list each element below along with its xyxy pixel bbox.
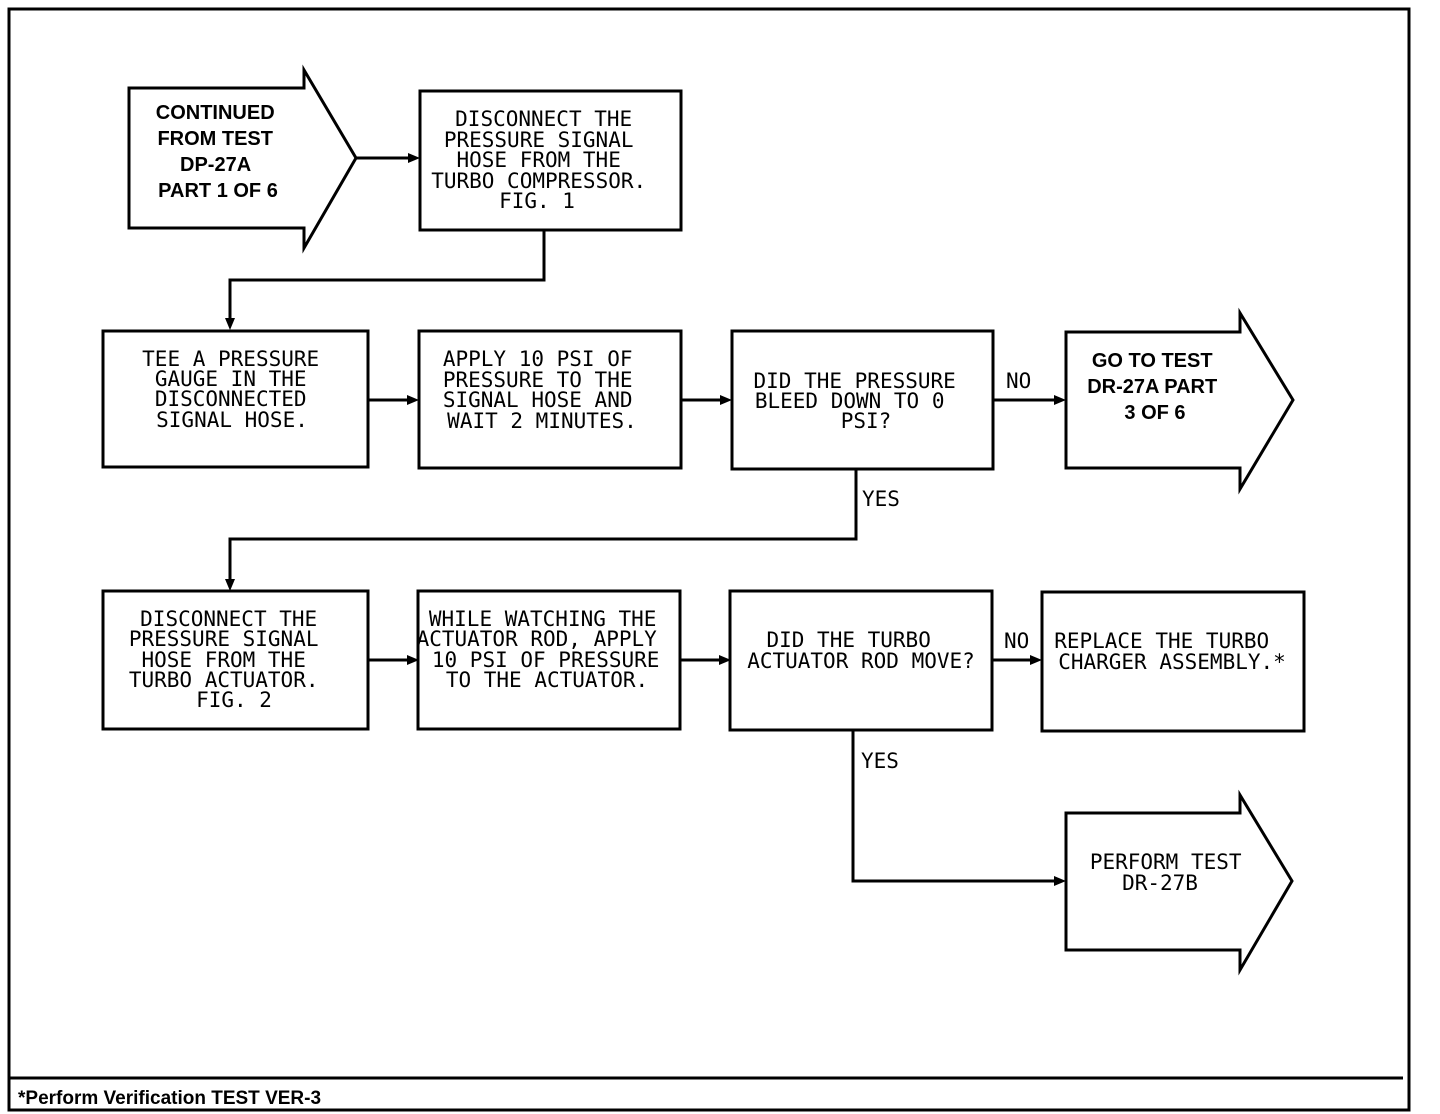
go-to-test-label: GO TO TEST DR-27A PART 3 OF 6 bbox=[1087, 350, 1223, 424]
perform-test-label: PERFORM TEST DR-27B bbox=[1090, 850, 1254, 895]
replace-turbo-node: REPLACE THE TURBO CHARGER ASSEMBLY.* bbox=[1040, 590, 1306, 733]
continued-from-test-node: CONTINUED FROM TEST DP-27A PART 1 OF 6 bbox=[127, 64, 358, 254]
rod-no-label: NO bbox=[1004, 629, 1029, 653]
bleed-question-label: DID THE PRESSURE BLEED DOWN TO 0 PSI? bbox=[754, 369, 969, 433]
connectors bbox=[225, 153, 1066, 886]
disconnect-compressor-label: DISCONNECT THE PRESSURE SIGNAL HOSE FROM… bbox=[431, 107, 659, 213]
rod-yes-label: YES bbox=[861, 749, 899, 773]
watch-actuator-label: WHILE WATCHING THE ACTUATOR ROD, APPLY 1… bbox=[417, 607, 673, 692]
disconnect-actuator-label: DISCONNECT THE PRESSURE SIGNAL HOSE FROM… bbox=[129, 607, 331, 712]
tee-gauge-node: TEE A PRESSURE GAUGE IN THE DISCONNECTED… bbox=[101, 329, 370, 469]
bleed-question-node: DID THE PRESSURE BLEED DOWN TO 0 PSI? bbox=[730, 329, 995, 471]
connector-disconnect-to-tee bbox=[228, 230, 546, 322]
bleed-no-label: NO bbox=[1006, 369, 1031, 393]
bleed-yes-label: YES bbox=[862, 487, 900, 511]
watch-actuator-node: WHILE WATCHING THE ACTUATOR ROD, APPLY 1… bbox=[416, 589, 682, 731]
perform-test-node: PERFORM TEST DR-27B bbox=[1064, 789, 1294, 976]
continued-label: CONTINUED FROM TEST DP-27A PART 1 OF 6 bbox=[156, 102, 280, 202]
disconnect-actuator-node: DISCONNECT THE PRESSURE SIGNAL HOSE FROM… bbox=[101, 589, 370, 731]
apply-10psi-node: APPLY 10 PSI OF PRESSURE TO THE SIGNAL H… bbox=[417, 329, 683, 470]
connector-rod-yes bbox=[851, 731, 1059, 883]
connector-bleed-yes bbox=[228, 469, 858, 583]
apply-10psi-label: APPLY 10 PSI OF PRESSURE TO THE SIGNAL H… bbox=[443, 347, 645, 433]
replace-turbo-label: REPLACE THE TURBO CHARGER ASSEMBLY.* bbox=[1054, 629, 1286, 674]
go-to-test-node: GO TO TEST DR-27A PART 3 OF 6 bbox=[1064, 307, 1295, 495]
outer-frame bbox=[7, 7, 1411, 1112]
rod-question-label: DID THE TURBO ACTUATOR ROD MOVE? bbox=[747, 628, 975, 673]
footnote: *Perform Verification TEST VER-3 bbox=[18, 1088, 321, 1109]
rod-question-node: DID THE TURBO ACTUATOR ROD MOVE? bbox=[728, 589, 994, 732]
tee-gauge-label: TEE A PRESSURE GAUGE IN THE DISCONNECTED… bbox=[142, 347, 332, 432]
disconnect-compressor-node: DISCONNECT THE PRESSURE SIGNAL HOSE FROM… bbox=[418, 89, 683, 232]
